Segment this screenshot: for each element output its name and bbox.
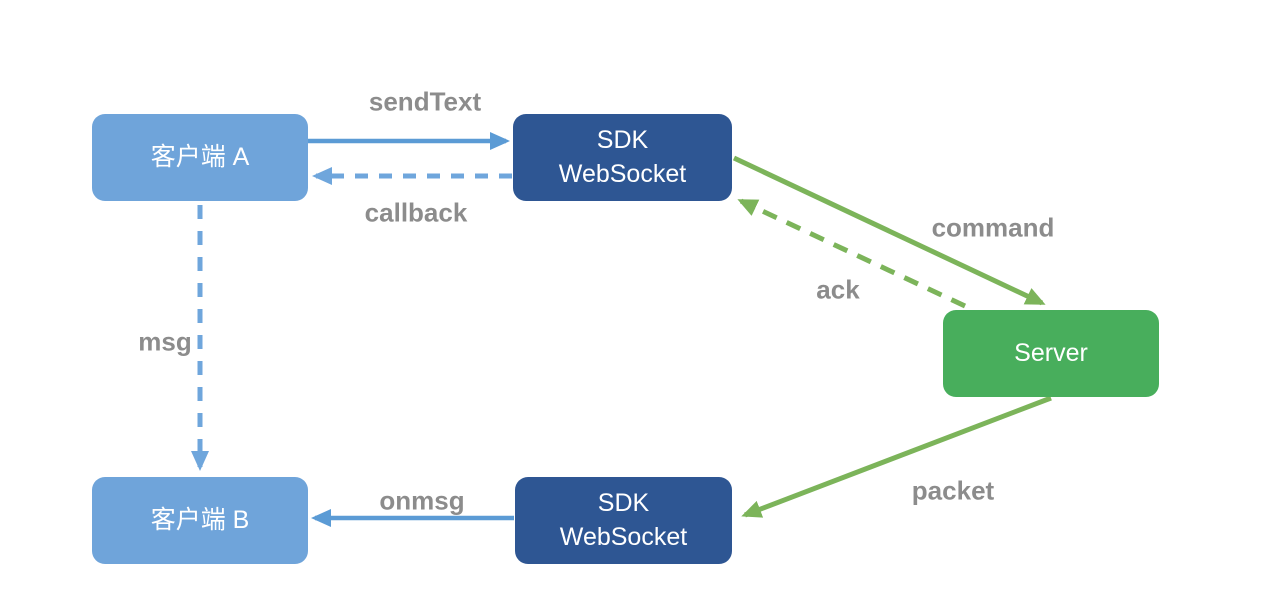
node-client-a-label: 客户端 A xyxy=(150,142,250,171)
edge-label-ack: ack xyxy=(816,274,860,305)
node-server: Server xyxy=(943,310,1159,397)
node-client-b-label: 客户端 B xyxy=(150,505,250,534)
edge-label-msg: msg xyxy=(138,326,192,357)
edge-packet-arrow xyxy=(741,395,1052,518)
node-client-b: 客户端 B xyxy=(92,477,308,564)
node-sdk-websocket-bottom: SDK WebSocket xyxy=(515,477,732,564)
edge-label-onmsg: onmsg xyxy=(379,485,465,516)
node-client-a: 客户端 A xyxy=(92,114,308,201)
node-sdk-bottom-line1: SDK xyxy=(597,489,650,517)
node-server-label: Server xyxy=(1014,338,1088,367)
node-sdk-bottom-line2: WebSocket xyxy=(559,522,688,551)
edge-label-callback: callback xyxy=(364,197,468,228)
node-sdk-top-line1: SDK xyxy=(596,126,649,154)
node-sdk-websocket-top: SDK WebSocket xyxy=(513,114,732,201)
edge-label-sendtext: sendText xyxy=(368,86,482,117)
edge-label-packet: packet xyxy=(911,475,995,506)
edge-label-command: command xyxy=(931,212,1055,243)
node-sdk-top-line2: WebSocket xyxy=(558,159,687,188)
edge-command-arrow xyxy=(732,155,1046,306)
